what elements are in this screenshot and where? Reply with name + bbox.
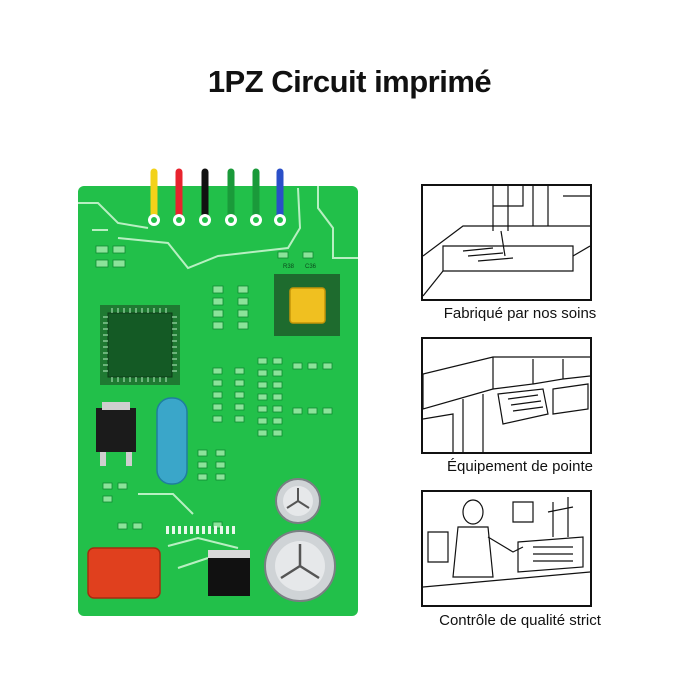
page-title: 1PZ Circuit imprimé bbox=[207, 64, 492, 99]
lab-technician-icon bbox=[423, 497, 590, 588]
voltage-regulator bbox=[96, 402, 136, 466]
ic-pin-strip bbox=[166, 526, 235, 534]
production-line-icon bbox=[423, 356, 590, 452]
manufacturing-panel bbox=[421, 184, 592, 301]
circuit-traces bbox=[78, 186, 358, 569]
electrolytic-capacitor-large bbox=[264, 530, 336, 602]
tantalum-capacitor bbox=[289, 287, 326, 324]
milling-machine-icon bbox=[423, 186, 590, 297]
label-c36: C36 bbox=[305, 264, 317, 270]
label-r38: R38 bbox=[283, 264, 295, 270]
smd-diode bbox=[208, 550, 250, 596]
feature-caption-2: Équipement de pointe bbox=[447, 458, 593, 475]
safety-capacitor-red bbox=[87, 547, 161, 599]
electrolytic-capacitor-small bbox=[275, 478, 321, 524]
pcb-board-illustration: R38 C36 bbox=[78, 168, 358, 618]
feature-caption-3: Contrôle de qualité strict bbox=[439, 612, 601, 629]
feature-caption-1: Fabriqué par nos soins bbox=[443, 305, 597, 322]
film-capacitor-blue bbox=[156, 397, 188, 485]
microcontroller-chip bbox=[100, 305, 180, 385]
smd-components bbox=[95, 245, 333, 530]
quality-control-panel bbox=[421, 490, 592, 607]
equipment-panel bbox=[421, 337, 592, 454]
